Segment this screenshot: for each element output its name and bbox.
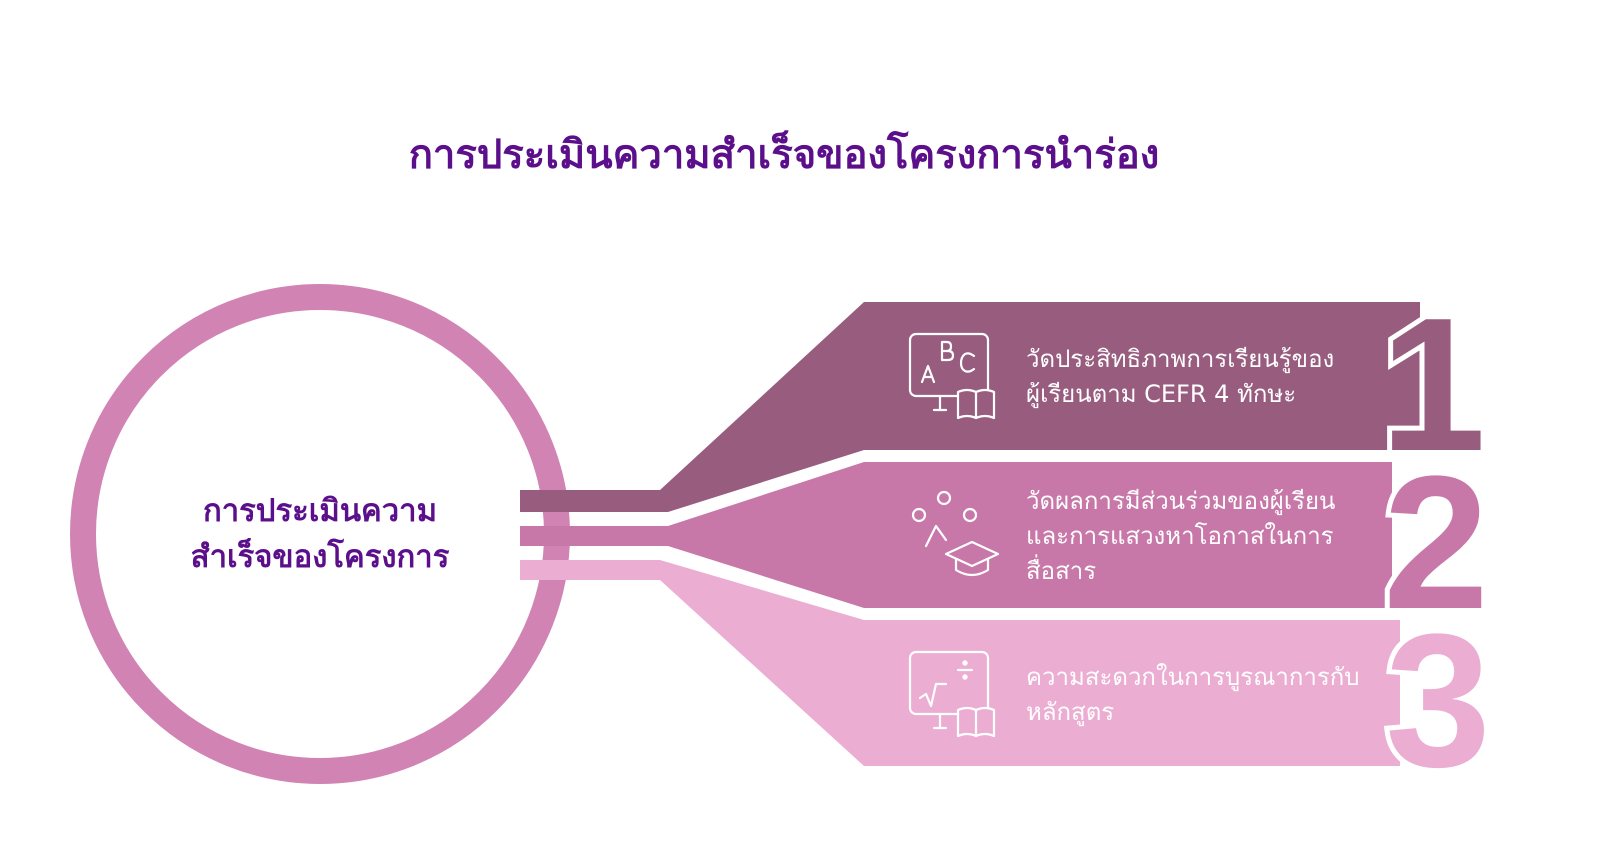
step-2-label-line: และการแสวงหาโอกาสในการ <box>1026 522 1334 550</box>
step-2-label: วัดผลการมีส่วนร่วมของผู้เรียน และการแสวง… <box>1026 484 1386 589</box>
page-title: การประเมินความสำเร็จของโครงการนำร่อง <box>408 132 1160 178</box>
step-1-number: 1 <box>1380 279 1486 491</box>
step-2-label-line: สื่อสาร <box>1026 557 1097 585</box>
step-1-label-line: ผู้เรียนตาม CEFR 4 ทักษะ <box>1026 380 1297 408</box>
math-board-book-icon <box>908 650 996 738</box>
step-3-label-line: หลักสูตร <box>1026 698 1115 726</box>
band-2-shape <box>520 462 1392 608</box>
hub-label-line: สำเร็จของโครงการ <box>190 539 450 575</box>
step-1-label: วัดประสิทธิภาพการเรียนรู้ของ ผู้เรียนตาม… <box>1026 342 1386 412</box>
step-2-label-line: วัดผลการมีส่วนร่วมของผู้เรียน <box>1026 487 1336 515</box>
band-2: 2 <box>520 432 1494 654</box>
step-3-number: 3 <box>1385 595 1491 807</box>
step-3-label-line: ความสะดวกในการบูรณาการกับ <box>1026 663 1360 691</box>
band-3-shape <box>520 560 1400 766</box>
graduation-network-icon <box>911 490 1000 577</box>
hub-label: การประเมินความ สำเร็จของโครงการ <box>120 488 520 580</box>
step-3-label: ความสะดวกในการบูรณาการกับ หลักสูตร <box>1026 660 1386 730</box>
step-1-label-line: วัดประสิทธิภาพการเรียนรู้ของ <box>1026 345 1335 373</box>
hub-label-line: การประเมินความ <box>202 493 437 529</box>
band-3: 3 <box>520 560 1496 812</box>
step-2-number: 2 <box>1383 437 1489 649</box>
abc-book-icon <box>908 332 996 420</box>
